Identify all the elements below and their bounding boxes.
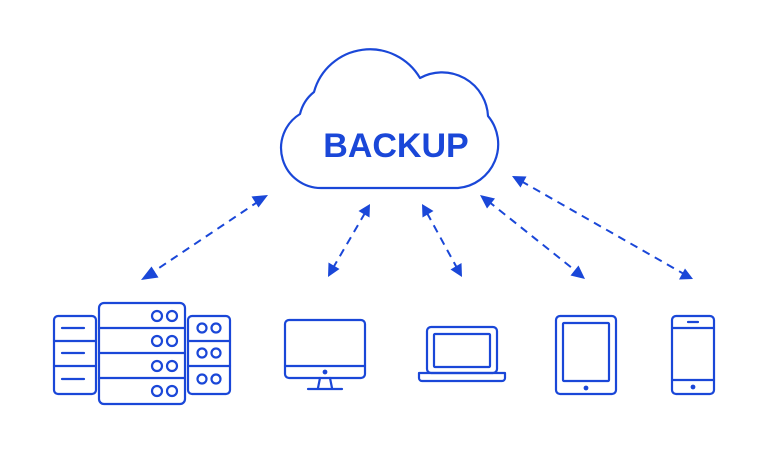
smartphone-icon: [670, 314, 716, 396]
cloud-icon: BACKUP: [279, 48, 500, 190]
arrow-cloud-to-smartphone: [512, 176, 693, 280]
cloud-label: BACKUP: [323, 127, 468, 165]
laptop-icon: [417, 325, 507, 383]
arrow-cloud-to-desktop: [328, 204, 370, 277]
connection-arrows: [141, 176, 693, 280]
tablet-icon: [554, 314, 618, 396]
arrow-cloud-to-tablet: [480, 195, 585, 279]
server-rack-icon: [52, 301, 232, 406]
arrow-cloud-to-server: [141, 195, 268, 280]
arrow-cloud-to-laptop: [422, 204, 462, 277]
desktop-monitor-icon: [283, 318, 367, 391]
